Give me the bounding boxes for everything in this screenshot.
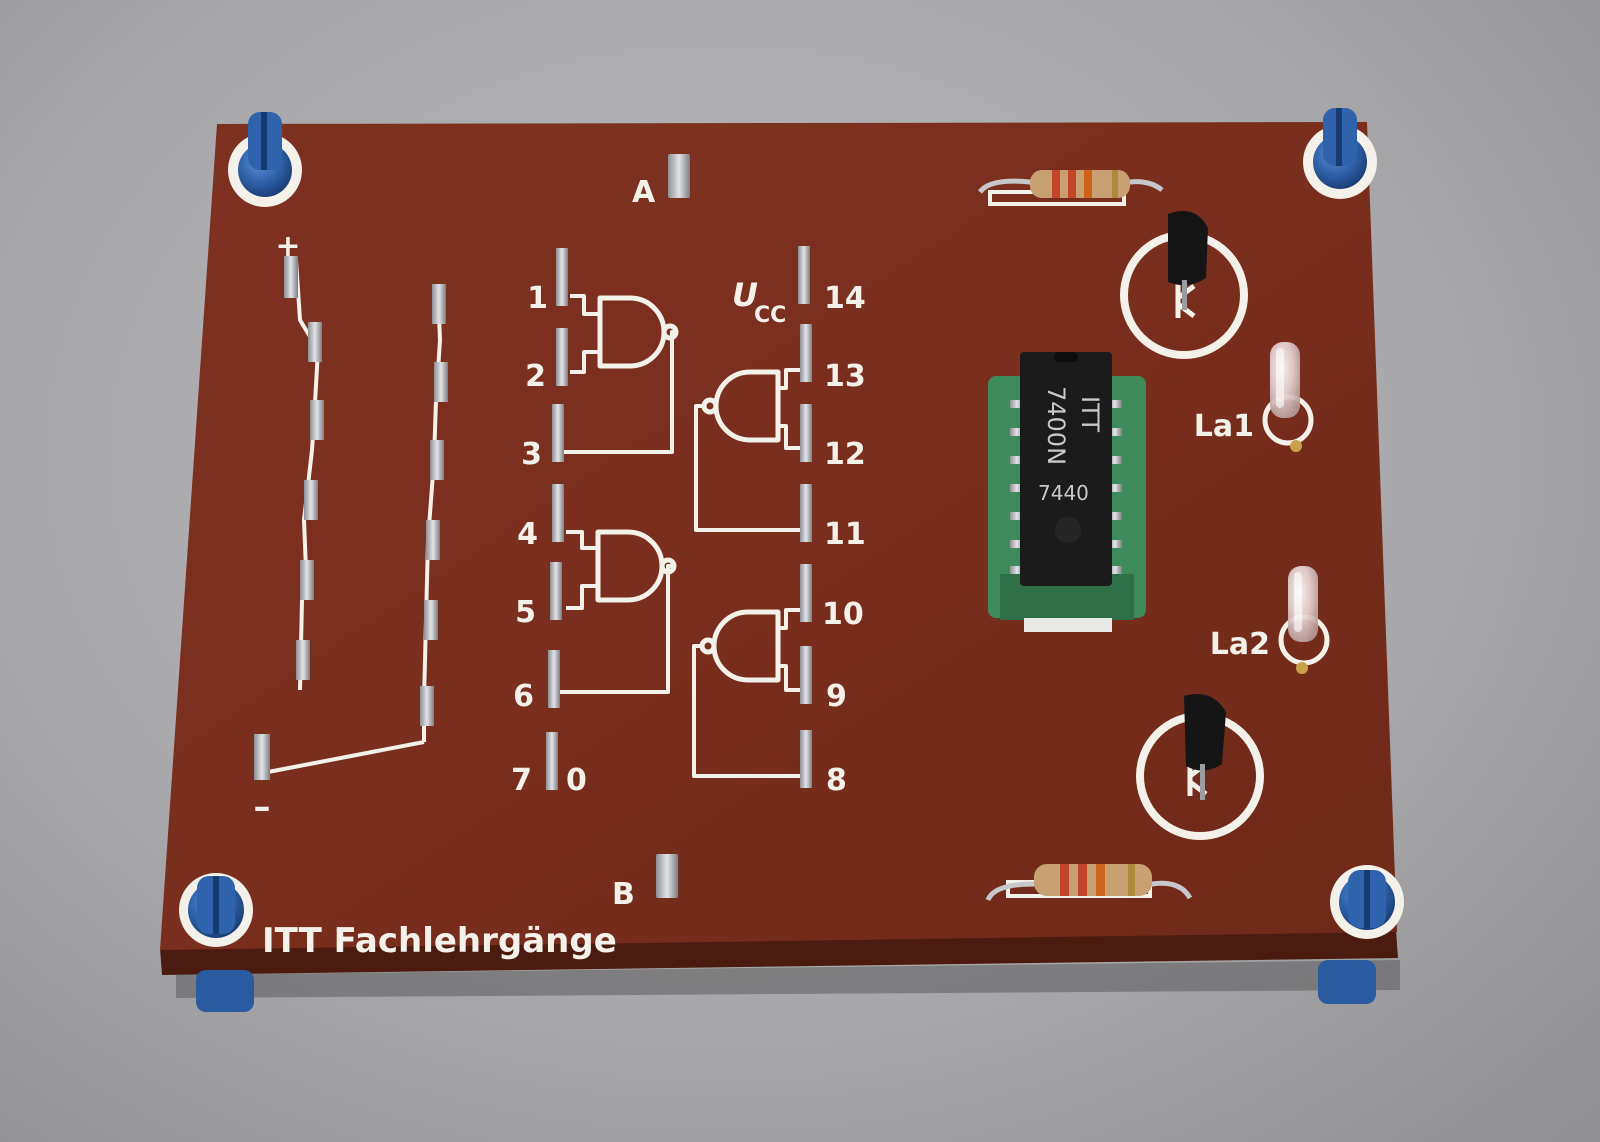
transistor-bottom — [1136, 694, 1264, 840]
board-edge — [160, 930, 1398, 975]
pin-label-2: 2 — [525, 359, 546, 394]
pin-label-14: 14 — [824, 281, 866, 316]
pin-label-4: 4 — [517, 517, 538, 552]
plus-label: + — [275, 229, 300, 264]
pin-label-6: 6 — [513, 679, 534, 714]
ucc-main: U — [732, 276, 758, 314]
pcb-board — [160, 122, 1397, 950]
left-pin-labels: 1 2 3 4 5 6 7 0 — [511, 281, 587, 798]
rail-pins — [254, 256, 448, 780]
standoff-top-left — [228, 112, 302, 207]
board-brand-label: ITT Fachlehrgänge — [262, 921, 617, 961]
chip-part: 7400N — [1042, 386, 1070, 465]
pin-label-10: 10 — [822, 597, 864, 632]
standoff-top-right — [1303, 108, 1377, 199]
pin-label-13: 13 — [824, 359, 866, 394]
input-b-label: B — [612, 877, 635, 912]
gate-pins-right — [798, 246, 812, 788]
board-shadow — [176, 960, 1400, 998]
minus-label: – — [254, 787, 271, 827]
ic-pins — [1010, 400, 1122, 574]
pin-label-12: 12 — [824, 437, 866, 472]
input-a-terminal: A — [632, 154, 690, 210]
input-a-label: A — [632, 175, 656, 210]
resistor-top — [977, 170, 1164, 206]
pin-label-8: 8 — [826, 763, 847, 798]
ground-wire — [267, 740, 425, 774]
gate-pins-left — [546, 248, 568, 790]
pin-label-3: 3 — [521, 437, 542, 472]
chip-maker: ITT — [1076, 396, 1104, 432]
nand-gate-4 — [692, 608, 800, 778]
lamp-la2: La2 — [1210, 566, 1330, 674]
pin-label-5: 5 — [515, 595, 536, 630]
pin-label-1: 1 — [527, 281, 548, 316]
lamp-label-la1: La1 — [1194, 409, 1254, 444]
standoff-bottom-left — [179, 873, 253, 947]
pin-label-7: 7 — [511, 763, 532, 798]
ic-chip-7400: ITT 7400N 7440 — [1020, 352, 1112, 586]
lamp-la1: La1 — [1194, 342, 1314, 452]
resistor-bottom — [985, 864, 1193, 902]
foot-bottom-right — [1318, 960, 1376, 1004]
transistor-top — [1120, 211, 1248, 359]
standoff-bottom-right — [1330, 865, 1404, 939]
ucc-label: U CC — [732, 276, 786, 328]
nand-gate-3 — [556, 529, 677, 694]
pin-label-11: 11 — [824, 517, 866, 552]
nand-gate-2 — [694, 368, 800, 532]
input-b-terminal: B — [612, 854, 678, 912]
right-pin-labels: 14 13 12 11 10 9 8 — [822, 281, 866, 798]
nand-gate-1 — [560, 294, 679, 454]
pin-label-9: 9 — [826, 679, 847, 714]
pin-label-0: 0 — [566, 763, 587, 798]
chip-code: 7440 — [1038, 481, 1089, 505]
ucc-subscript: CC — [754, 303, 786, 328]
foot-bottom-left — [196, 970, 254, 1012]
lamp-label-la2: La2 — [1210, 627, 1270, 662]
